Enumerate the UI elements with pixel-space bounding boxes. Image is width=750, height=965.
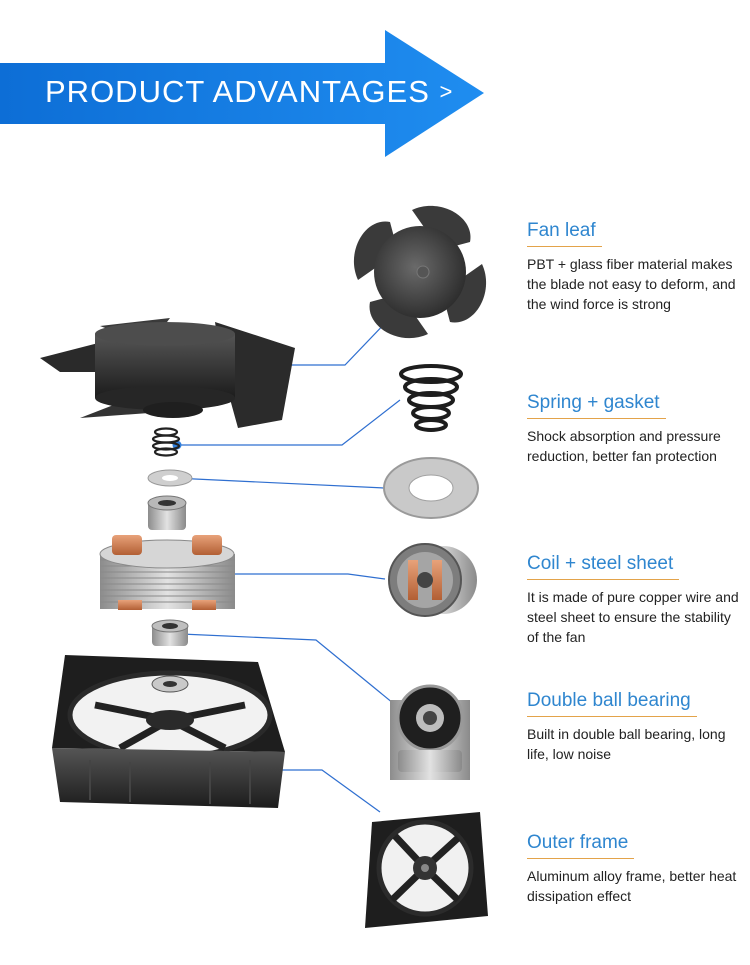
leader-gasket xyxy=(173,477,385,489)
leader-fan-leaf xyxy=(276,317,391,366)
outer-frame-image xyxy=(365,812,488,928)
feature-title: Outer frame xyxy=(527,831,635,859)
banner-arrow xyxy=(0,30,484,157)
feature-desc: Aluminum alloy frame, better heat dissip… xyxy=(527,868,737,904)
gasket-small-image xyxy=(147,469,193,487)
feature-desc: Shock absorption and pressure reduction,… xyxy=(527,428,721,464)
bearing-small-top-image xyxy=(147,495,187,530)
feature-coil-steel-sheet: Coil + steel sheet It is made of pure co… xyxy=(527,552,742,647)
banner xyxy=(0,30,484,157)
spring-large-image xyxy=(399,364,463,432)
feature-title: Double ball bearing xyxy=(527,689,697,717)
fan-leaf-front-image xyxy=(353,205,487,339)
banner-title: PRODUCT ADVANTAGES > xyxy=(45,74,453,110)
feature-desc: Built in double ball bearing, long life,… xyxy=(527,726,726,762)
stator-coil-image xyxy=(99,535,235,610)
feature-title: Coil + steel sheet xyxy=(527,552,680,580)
banner-title-text: PRODUCT ADVANTAGES xyxy=(45,74,430,109)
feature-title: Spring + gasket xyxy=(527,391,666,419)
fan-blade-side-image xyxy=(40,318,295,428)
bearing-small-bottom-image xyxy=(151,619,189,646)
frame-perspective-image xyxy=(52,655,285,808)
spring-small-image xyxy=(151,427,181,457)
feature-title: Fan leaf xyxy=(527,219,602,247)
chevron-right-icon: > xyxy=(439,79,454,104)
gasket-large-image xyxy=(383,457,479,519)
double-ball-bearing-image xyxy=(390,684,470,780)
feature-outer-frame: Outer frame Aluminum alloy frame, better… xyxy=(527,831,742,906)
feature-desc: It is made of pure copper wire and steel… xyxy=(527,589,739,645)
feature-fan-leaf: Fan leaf PBT + glass fiber material make… xyxy=(527,219,742,314)
feature-spring-gasket: Spring + gasket Shock absorption and pre… xyxy=(527,391,742,466)
coil-steel-sheet-image xyxy=(388,543,477,617)
leader-coil xyxy=(188,573,386,580)
feature-desc: PBT + glass fiber material makes the bla… xyxy=(527,256,736,312)
feature-double-ball-bearing: Double ball bearing Built in double ball… xyxy=(527,689,742,764)
leader-spring xyxy=(177,399,401,446)
leader-bearing xyxy=(180,633,400,709)
